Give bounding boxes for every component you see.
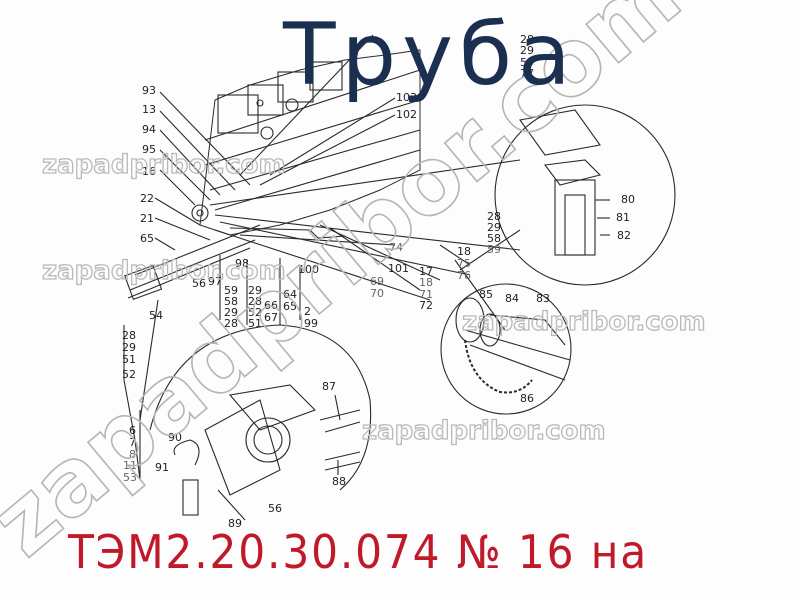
callout-label: 54 [149, 309, 163, 322]
callout-label: 13 [142, 103, 156, 116]
callout-label: 99 [304, 317, 318, 330]
callout-label: 67 [264, 311, 278, 324]
callout-label: 58 [487, 232, 501, 245]
callout-label: 90 [168, 431, 182, 444]
callout-label: 85 [479, 288, 493, 301]
callout-label: 74 [389, 241, 403, 254]
callout-label: 2 [304, 305, 311, 318]
callout-label: 95 [142, 143, 156, 156]
callout-label: 56 [268, 502, 282, 515]
callout-label: 89 [228, 517, 242, 530]
callout-label: 75 [457, 257, 471, 270]
callout-label: 21 [140, 212, 154, 225]
callout-label: 102 [396, 108, 417, 121]
watermark-text: zapadpribor.com [41, 149, 286, 180]
callout-label: 29 [248, 284, 262, 297]
callout-label: 71 [419, 288, 433, 301]
callout-label: 103 [396, 91, 417, 104]
callout-label: 18 [419, 276, 433, 289]
callout-label: 84 [505, 292, 519, 305]
callout-label: 8 [129, 448, 136, 461]
callout-label: 97 [208, 275, 222, 288]
callout-label: 94 [142, 123, 156, 136]
callout-label: 29 [224, 306, 238, 319]
callout-label: 58 [224, 295, 238, 308]
watermark-text: zapadpribor.com [361, 415, 606, 446]
callout-label: 86 [520, 392, 534, 405]
part-number-caption: ТЭМ2.20.30.074 № 16 на рис. [68, 525, 648, 599]
watermark-text: zapadpribor.com [461, 306, 706, 337]
callout-label: 51 [122, 353, 136, 366]
callout-label: 101 [388, 262, 409, 275]
callout-label: 22 [140, 192, 154, 205]
callout-label: 11 [123, 459, 137, 472]
callout-label: 91 [155, 461, 169, 474]
callout-label: 59 [520, 56, 534, 69]
callout-label: 28 [487, 210, 501, 223]
callout-label: 29 [520, 44, 534, 57]
callout-label: 88 [332, 475, 346, 488]
callout-label: 66 [264, 299, 278, 312]
callout-label: 52 [248, 306, 262, 319]
callout-label: 93 [142, 84, 156, 97]
callout-label: 29 [487, 221, 501, 234]
callout-label: 76 [457, 269, 471, 282]
callout-label: 87 [322, 380, 336, 393]
callout-label: 81 [616, 211, 630, 224]
page-title: Труба [283, 5, 577, 105]
callout-label: 80 [621, 193, 635, 206]
callout-label: 51 [248, 317, 262, 330]
callout-label: 77 [520, 67, 534, 80]
callout-label: 59 [487, 243, 501, 256]
watermark-text: zapadpribor.com [41, 255, 286, 286]
callout-label: 28 [248, 295, 262, 308]
callout-label: 28 [122, 329, 136, 342]
callout-label: 7 [129, 436, 136, 449]
callout-label: 17 [419, 265, 433, 278]
callout-label: 16 [142, 165, 156, 178]
callout-label: 28 [520, 33, 534, 46]
callout-label: 6 [129, 424, 136, 437]
callout-label: 29 [122, 341, 136, 354]
callout-label: 56 [192, 277, 206, 290]
callout-label: 69 [370, 275, 384, 288]
callout-label: 72 [419, 299, 433, 312]
callout-label: 64 [283, 288, 297, 301]
callout-label: 59 [224, 284, 238, 297]
callout-label: 70 [370, 287, 384, 300]
callout-label: 18 [457, 245, 471, 258]
callout-label: 28 [224, 317, 238, 330]
callout-label: 98 [235, 257, 249, 270]
callout-label: 100 [298, 263, 319, 276]
callout-label: 82 [617, 229, 631, 242]
callout-label: 83 [536, 292, 550, 305]
callout-label: 65 [140, 232, 154, 245]
callout-label: 65 [283, 300, 297, 313]
callout-label: 53 [123, 471, 137, 484]
callout-label: 52 [122, 368, 136, 381]
